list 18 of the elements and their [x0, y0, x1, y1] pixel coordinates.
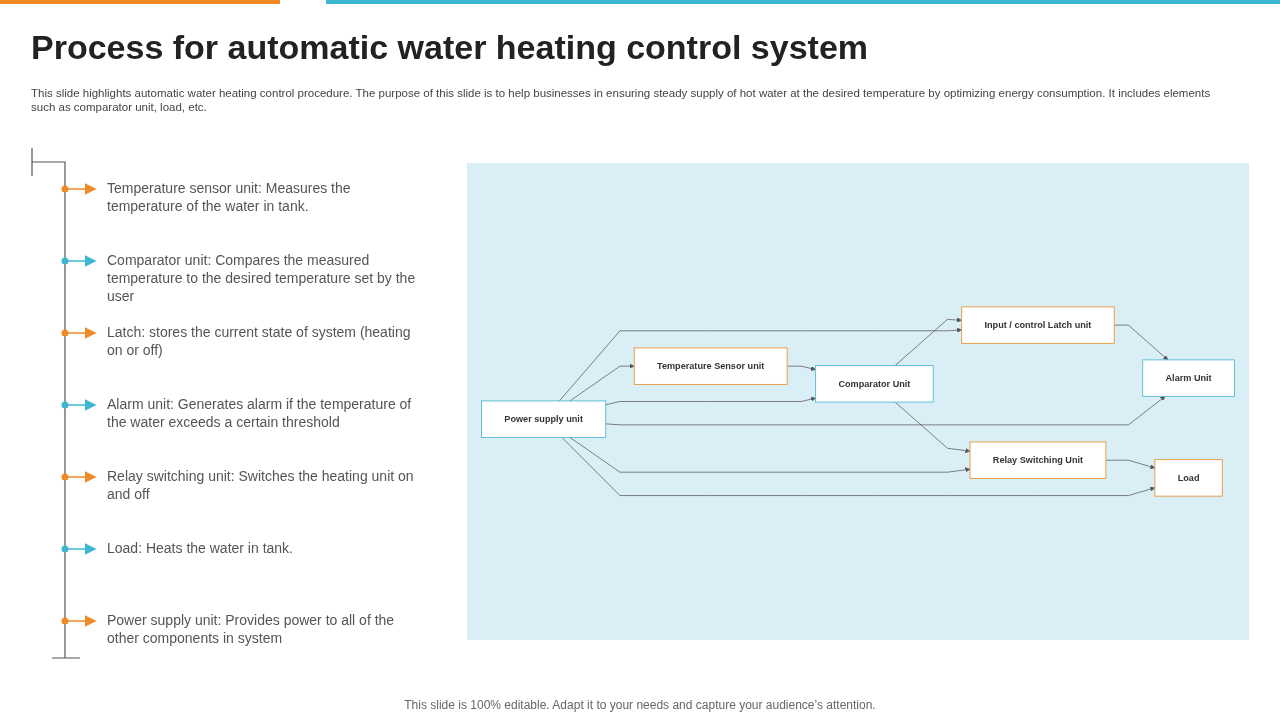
node-box	[1154, 459, 1223, 497]
description-text: This slide highlights automatic water heating control procedure. The purpose of this slide is to help businesses in ensuring steady supply of hot water at the desired temperature by optimizing energy consumption. It includes elements such as comparator unit, load, etc.	[31, 86, 1212, 114]
node-box	[633, 347, 788, 385]
node-box	[815, 365, 934, 403]
node-box	[969, 441, 1107, 479]
description-item: Relay switching unit: Switches the heating unit on and off	[107, 467, 415, 503]
description-item: Latch: stores the current state of system (heating on or off)	[107, 323, 412, 359]
description-item: Alarm unit: Generates alarm if the temperature of the water exceeds a certain threshold	[107, 395, 413, 431]
description-item: Power supply unit: Provides power to all of the other components in system	[107, 611, 396, 647]
footer-note: This slide is 100% editable. Adapt it to your needs and capture your audience’s attention.	[403, 698, 877, 712]
description-item: Load: Heats the water in tank.	[107, 539, 294, 557]
node-box	[481, 400, 607, 438]
description-item: Temperature sensor unit: Measures the temperature of the water in tank.	[107, 179, 352, 215]
slide-title: Process for automatic water heating control system	[31, 28, 869, 67]
diagram-panel: Temperature Sensor unit Comparator Unit Input / control Latch unit Alarm Unit Relay Switching Unit Load Power supply unit	[467, 163, 1249, 640]
node-box	[961, 306, 1115, 344]
node-box	[1142, 359, 1235, 397]
description-item: Comparator unit: Compares the measured temperature to the desired temperature set by the user	[107, 251, 417, 305]
